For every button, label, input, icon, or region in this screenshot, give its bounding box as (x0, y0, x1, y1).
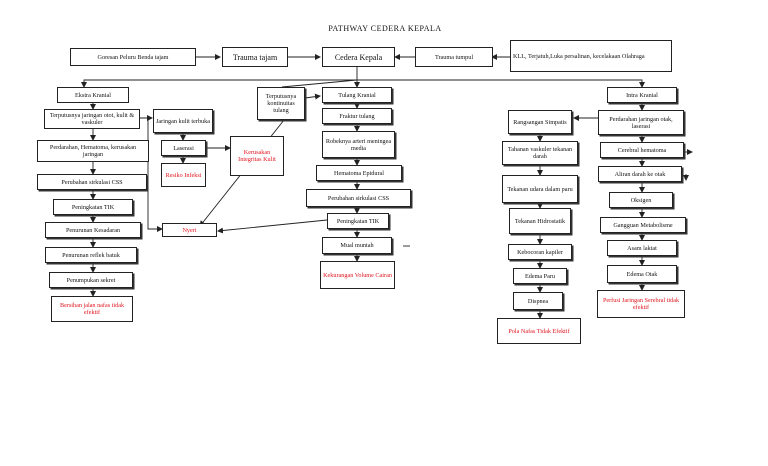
node-fraktur-tulang: Fraktur tulang (322, 108, 392, 124)
connector (281, 79, 358, 88)
node-penumpukan-sekret: Penumpukan sekret (49, 272, 133, 288)
node-trauma-tajam: Trauma tajam (222, 47, 288, 67)
diagram-title: PATHWAY CEDERA KEPALA (328, 24, 442, 33)
node-perdarahan-hematoma: Perdarahan, Hematoma, kerusakan jaringan (37, 140, 149, 162)
node-kebocoran-kapiler: Kebocoran kapiler (508, 244, 572, 260)
node-penurunan-reflek: Penurunan reflek batuk (45, 247, 137, 263)
node-robeknya-arteri: Robeknya arteri meningea media (322, 131, 395, 158)
node-pola-nafas: Pola Nafas Tidak Efektif (497, 318, 581, 344)
connector (217, 219, 328, 234)
node-perubahan-css-left: Perubahan sirkulasi CSS (37, 174, 147, 190)
node-oksigen: Oksigen (609, 192, 673, 208)
node-cerebral-hematoma: Cerebral hematoma (600, 142, 684, 158)
connector (140, 117, 163, 232)
node-kekurangan-volume: Kekurangan Volume Cairan (320, 261, 395, 289)
node-laserasi: Laserasi (161, 140, 206, 156)
node-tekanan-udara: Tekanan udara dalam paru (502, 175, 578, 203)
node-aliran-darah-otak: Aliran darah ke otak (598, 166, 682, 182)
node-penurunan-kesadaran: Penurunan Kesadaran (45, 222, 141, 238)
node-intra-kranial: Intra Kranial (607, 87, 677, 103)
node-jaringan-kulit: Jaringan kulit terbuka (153, 109, 213, 133)
node-hematoma-epidural: Hematoma Epidural (316, 165, 402, 181)
node-edema-otak: Edema Otak (607, 265, 677, 283)
node-edema-paru: Edema Paru (513, 268, 567, 284)
node-dispnea: Dispnea (513, 292, 563, 310)
node-asam-laktat: Asam laktat (607, 240, 677, 256)
node-resiko-infeksi: Resiko Infeksi (161, 163, 206, 187)
node-terputusnya-jaringan: Terputusnya jaringan otot, kulit & vasku… (44, 109, 140, 129)
node-trauma-tumpul: Trauma tumpul (415, 47, 493, 67)
node-kerusakan-integritas: Kerusakan Integritas Kulit (230, 136, 284, 176)
node-ekstra-kranial: Ekstra Kranial (57, 87, 129, 103)
node-tulang-kranial: Tulang Kranial (322, 87, 392, 103)
node-nyeri: Nyeri (162, 223, 217, 237)
node-bersihan-jalan-nafas: Bersihan jalan nafas tidak efektif (51, 296, 133, 322)
node-perdarahan-jaringan-otak: Perdarahan jaringan otak, laserasi (598, 110, 684, 135)
node-peningkatan-tik-mid: Peningkatan TIK (327, 213, 389, 229)
node-perfusi-jaringan: Perfusi Jaringan Serebral tidak efektif (597, 290, 685, 318)
node-kll: KLL, Terjatuh,Luka persalinan, kecelakaa… (510, 40, 672, 72)
node-cedera-kepala: Cedera Kepala (322, 47, 395, 67)
node-peningkatan-tik-left: Peningkatan TIK (53, 199, 133, 215)
node-goresan: Goresan Peluru Benda tajam (70, 48, 196, 66)
node-perubahan-css-mid: Perubahan sirkulasi CSS (306, 189, 411, 207)
connector (81, 67, 358, 88)
connector (357, 79, 645, 88)
node-tahanan-vaskuler: Tahanan vaskuler tekanan darah (502, 141, 578, 165)
node-mual-muntah: Mual muntah (322, 237, 392, 254)
node-tekanan-hidrostatik: Tekanan Hidrostatik (509, 208, 571, 234)
node-terputusnya-kontinuitas: Terputusnya kontinuitas tulang (257, 87, 305, 120)
node-gangguan-metabolisme: Gangguan Metabolisme (600, 217, 686, 233)
node-rangsangan-simpatis: Rangsangan Simpatis (508, 110, 572, 134)
connector (304, 93, 321, 100)
